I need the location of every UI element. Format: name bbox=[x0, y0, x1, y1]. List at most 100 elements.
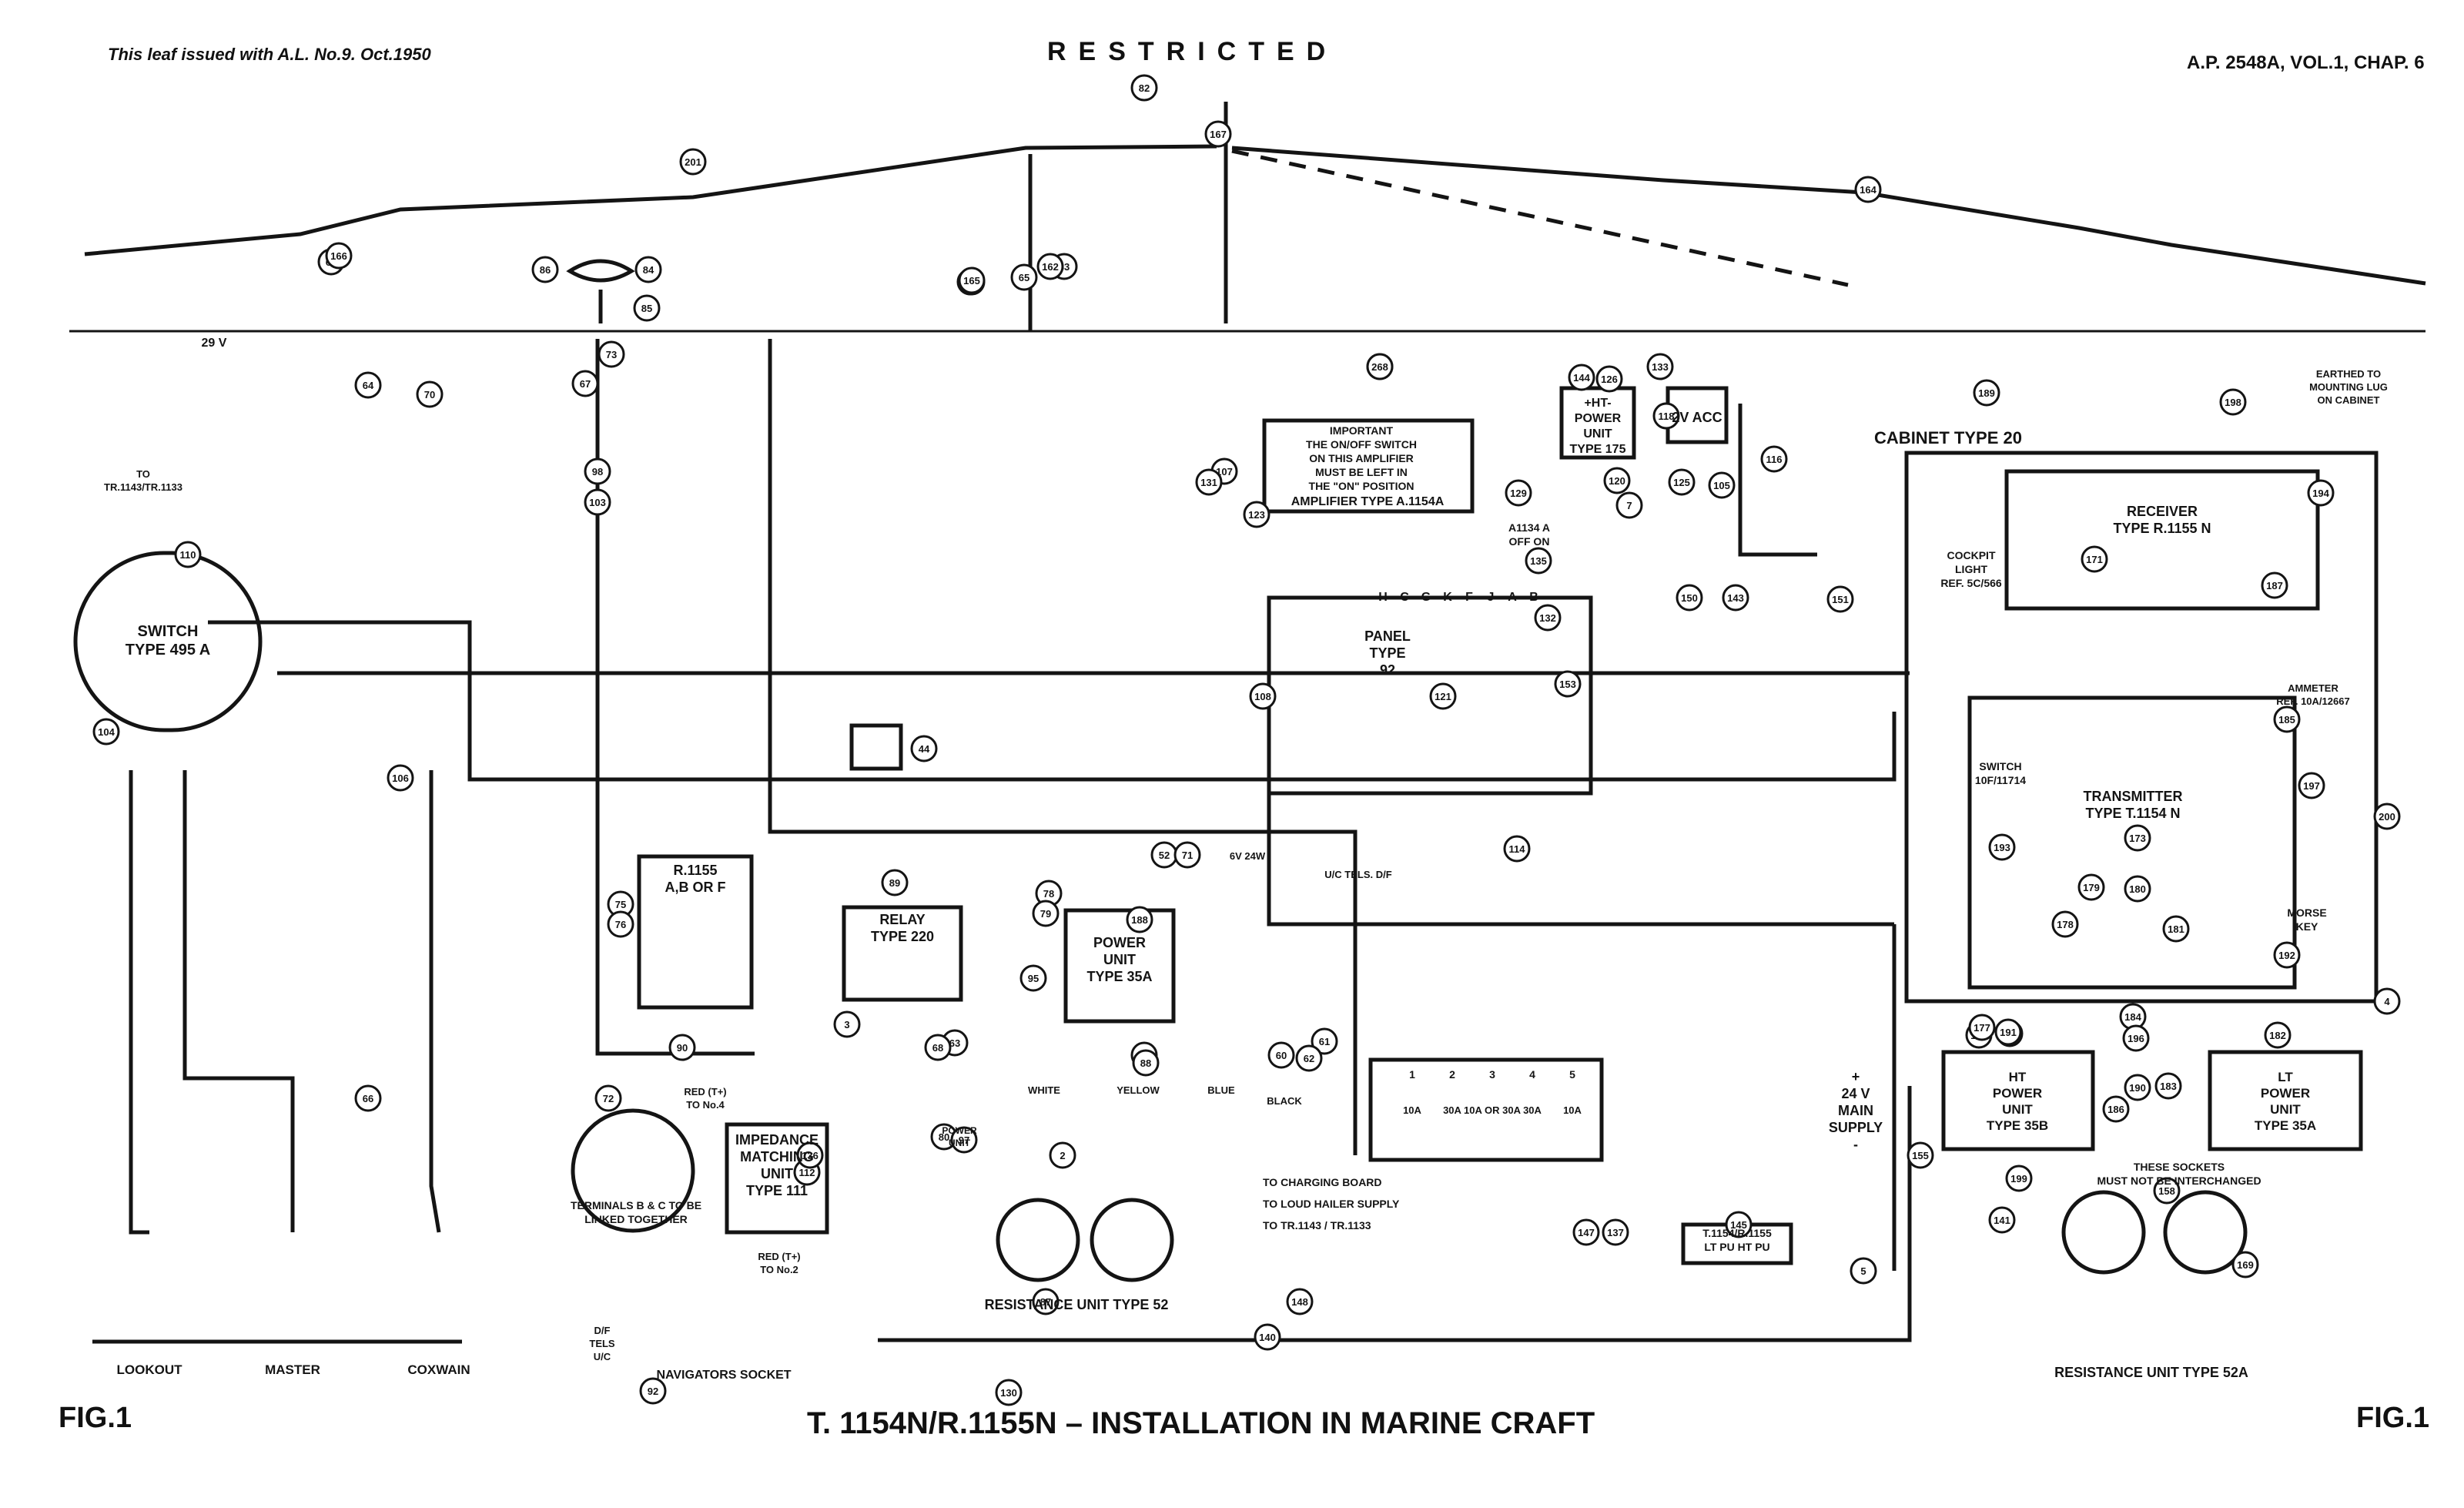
callout-number: 136 bbox=[802, 1150, 819, 1161]
callout-number: 62 bbox=[1304, 1053, 1314, 1064]
unit-label-panel: 92 bbox=[1380, 662, 1395, 678]
fuse-rating: 10A OR 30A bbox=[1464, 1104, 1522, 1116]
station-label: MASTER bbox=[265, 1362, 320, 1377]
unit-label-lt-power-35a: POWER bbox=[2261, 1086, 2310, 1101]
unit-label-uc-tels: U/C TELS. D/F bbox=[1324, 869, 1391, 880]
unit-label-transmitter: TYPE T.1154 N bbox=[2085, 806, 2180, 821]
unit-label-r1155: A,B OR F bbox=[665, 880, 726, 895]
callout-number: 141 bbox=[1994, 1215, 2010, 1226]
unit-label-morse-key: MORSE bbox=[2287, 906, 2326, 919]
wire-lookout bbox=[129, 770, 149, 1235]
ht-power-175-box bbox=[1559, 386, 1636, 460]
callout-layer: 1234571244526061626364656667686970717273… bbox=[92, 74, 2401, 1406]
callout-marker bbox=[1568, 364, 1595, 391]
aerial-wire-right bbox=[1231, 146, 2426, 286]
harness-right bbox=[768, 339, 1358, 1155]
callout-number: 64 bbox=[363, 380, 374, 391]
panel-terminal-label: A bbox=[1508, 591, 1517, 604]
unit-label-resistance-52a: RESISTANCE UNIT TYPE 52A bbox=[2054, 1365, 2248, 1380]
callout-number: 97 bbox=[959, 1134, 969, 1146]
callout-number: 191 bbox=[2000, 1027, 2017, 1038]
unit-label-amplifier: AMPLIFIER TYPE A.1154A bbox=[1291, 495, 1445, 508]
unit-label-amp-notice: THE "ON" POSITION bbox=[1309, 480, 1414, 492]
callout-marker bbox=[1646, 353, 1674, 380]
callout-number: 84 bbox=[643, 264, 654, 276]
callout-number: 68 bbox=[932, 1042, 943, 1054]
callout-number: 173 bbox=[2129, 833, 2146, 844]
unit-label-ammeter: AMMETER bbox=[2288, 682, 2338, 694]
callout-marker bbox=[2124, 1074, 2151, 1101]
unit-label-lt-power-35a: UNIT bbox=[2270, 1102, 2301, 1117]
callout-marker bbox=[2231, 1251, 2259, 1278]
callout-number: 185 bbox=[2278, 714, 2295, 726]
unit-label-lamp: 6V 24W bbox=[1230, 850, 1266, 862]
unit-label-ht-power-175: UNIT bbox=[1583, 427, 1612, 441]
callout-marker bbox=[958, 266, 986, 294]
callout-marker bbox=[1249, 682, 1277, 710]
unit-label-power-35a-mid: UNIT bbox=[1103, 952, 1136, 967]
panel-terminal-label: C bbox=[1400, 591, 1409, 604]
callout-marker bbox=[2273, 705, 2301, 733]
unit-label-power-35a-mid: POWER bbox=[1093, 935, 1146, 950]
callout-number: 162 bbox=[1042, 261, 1059, 273]
unit-label-to-tr: TR.1143/TR.1133 bbox=[104, 481, 182, 493]
unit-label-small-power-unit: UNIT bbox=[949, 1138, 971, 1148]
callout-number: 104 bbox=[98, 726, 115, 738]
callout-marker bbox=[2077, 873, 2105, 901]
callout-number: 187 bbox=[2266, 580, 2283, 591]
callout-number: 155 bbox=[1912, 1150, 1929, 1161]
callout-number: 79 bbox=[1040, 908, 1051, 920]
callout-number: 88 bbox=[1140, 1057, 1151, 1069]
panel-terminal-label: H bbox=[1378, 591, 1388, 604]
callout-marker bbox=[2051, 910, 2079, 938]
callout-marker bbox=[1968, 1014, 1996, 1041]
classification-label: RESTRICTED bbox=[1047, 37, 1338, 66]
callout-number: 135 bbox=[1530, 555, 1547, 567]
unit-label-panel: TYPE bbox=[1369, 645, 1405, 661]
unit-label-amp-notice: IMPORTANT bbox=[1330, 424, 1394, 437]
callout-marker bbox=[1973, 379, 2000, 407]
callout-number: 190 bbox=[2129, 1082, 2146, 1094]
unit-label-lt-pu: T.1154/R.1155 bbox=[1702, 1227, 1772, 1239]
unit-label-cockpit-light: REF. 5C/566 bbox=[1940, 577, 2002, 589]
callout-marker bbox=[1572, 1218, 1600, 1246]
callout-number: 148 bbox=[1291, 1296, 1308, 1308]
callout-marker bbox=[1534, 604, 1562, 632]
callout-number: 137 bbox=[1607, 1227, 1624, 1238]
callout-number: 179 bbox=[2083, 882, 2100, 893]
callout-marker bbox=[1130, 74, 1158, 102]
callout-number: 116 bbox=[1766, 454, 1783, 465]
callout-marker bbox=[354, 371, 382, 399]
callout-marker bbox=[2124, 875, 2151, 903]
lt-power-35a-box bbox=[2208, 1050, 2363, 1151]
callout-number: 133 bbox=[1652, 361, 1669, 373]
callout-number: 130 bbox=[1000, 1387, 1017, 1399]
panel-terminal-label: K bbox=[1443, 591, 1452, 604]
callout-marker bbox=[1126, 906, 1153, 933]
navigators-socket-label: NAVIGATORS SOCKET bbox=[656, 1369, 791, 1382]
wire-colour-label: WHITE bbox=[1028, 1084, 1060, 1096]
callout-number: 151 bbox=[1832, 594, 1849, 605]
callout-marker bbox=[1554, 670, 1582, 698]
callout-marker bbox=[995, 1379, 1023, 1406]
callout-number: 121 bbox=[1435, 691, 1451, 702]
callout-marker bbox=[881, 869, 909, 896]
callout-marker bbox=[2307, 479, 2335, 507]
callout-number: 183 bbox=[2160, 1081, 2177, 1092]
callout-number: 106 bbox=[392, 772, 409, 784]
unit-label-ht-power-35b: TYPE 35B bbox=[1987, 1118, 2048, 1133]
callout-marker bbox=[639, 1377, 667, 1405]
callout-number: 268 bbox=[1371, 361, 1388, 373]
unit-label-acc: 2V ACC bbox=[1672, 410, 1722, 425]
callout-marker bbox=[531, 256, 559, 283]
callout-number: 112 bbox=[799, 1167, 815, 1178]
callout-number: 140 bbox=[1259, 1332, 1276, 1343]
cabinet-box bbox=[1904, 451, 2379, 1004]
callout-marker bbox=[325, 242, 353, 270]
fuse-number: 5 bbox=[1569, 1068, 1575, 1081]
callout-marker bbox=[354, 1084, 382, 1112]
callout-number: 166 bbox=[330, 250, 347, 262]
callout-marker bbox=[1254, 1323, 1281, 1351]
unit-label-sockets-note: THESE SOCKETS bbox=[2134, 1161, 2225, 1173]
callout-number: 71 bbox=[1182, 850, 1193, 861]
